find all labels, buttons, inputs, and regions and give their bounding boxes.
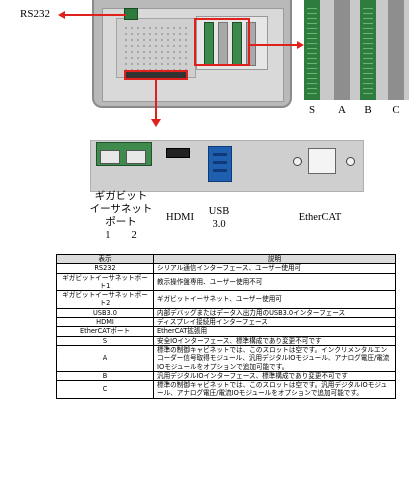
slot-letter-c: C bbox=[392, 104, 400, 116]
row-description: シリアル通信インターフェース、ユーザー使用可 bbox=[153, 263, 396, 274]
slot-letter-a: A bbox=[338, 104, 346, 116]
rs232-connector bbox=[124, 8, 138, 20]
table-row: HDMI ディスプレイ接続用インターフェース bbox=[56, 317, 396, 328]
row-name: B bbox=[56, 370, 154, 382]
gigabit-ethernet-label: ギガビット イーサネット ポート 1 2 bbox=[86, 190, 156, 242]
row-name: USB3.0 bbox=[56, 307, 154, 319]
gigabit-label-line: ギガビット bbox=[94, 191, 148, 202]
io-port-strip bbox=[126, 72, 186, 78]
slot-s bbox=[304, 0, 320, 100]
slot-arrow-head bbox=[297, 41, 304, 49]
table-row: RS232 シリアル通信インターフェース、ユーザー使用可 bbox=[56, 263, 396, 274]
slot-a bbox=[334, 0, 350, 100]
rs232-label: RS232 bbox=[20, 8, 50, 20]
row-name: EtherCATポート bbox=[56, 326, 154, 337]
spec-table: 表示 説明 RS232 シリアル通信インターフェース、ユーザー使用可 ギガビット… bbox=[56, 253, 396, 399]
row-description: 標準の制御キャビネットでは、このスロットは空です。汎用デジタルIOモジュール、ア… bbox=[153, 380, 396, 399]
slot-b bbox=[360, 0, 376, 100]
ethercat-port bbox=[308, 148, 336, 174]
slot-arrow-line bbox=[250, 44, 298, 46]
row-description: 内部デバッグまたはデータ入出力用のUSB3.0インターフェース bbox=[153, 307, 396, 319]
slot-c bbox=[388, 0, 404, 100]
usb3-port bbox=[208, 146, 232, 182]
io-arrow-head bbox=[151, 119, 161, 127]
row-name: C bbox=[56, 380, 154, 399]
row-description: 汎用デジタルIOインターフェース、標準構成であり変更不可です bbox=[153, 370, 396, 382]
vent-plate bbox=[116, 18, 196, 78]
hdmi-port bbox=[166, 148, 190, 158]
gigabit-label-line: ポート bbox=[105, 217, 137, 228]
row-description: 安全IOインターフェース、標準構成であり変更不可です bbox=[153, 335, 396, 346]
row-description: 教示操作盤専用、ユーザー使用不可 bbox=[153, 272, 396, 292]
row-description: ギガビットイーサネット、ユーザー使用可 bbox=[153, 290, 396, 309]
row-name: ギガビットイーサネットポート1 bbox=[56, 272, 154, 292]
ethercat-screw bbox=[346, 157, 355, 166]
table-row: EtherCATポート EtherCAT拡張用 bbox=[56, 326, 396, 337]
row-name: A bbox=[56, 344, 154, 372]
slot-highlight-box bbox=[194, 18, 250, 66]
table-row: B 汎用デジタルIOインターフェース、標準構成であり変更不可です bbox=[56, 370, 396, 382]
row-name: ギガビットイーサネットポート2 bbox=[56, 290, 154, 309]
table-row: S 安全IOインターフェース、標準構成であり変更不可です bbox=[56, 335, 396, 346]
usb-label-line: USB bbox=[208, 206, 230, 217]
rs232-arrow-line bbox=[64, 14, 126, 16]
io-highlight-box bbox=[124, 70, 188, 80]
table-row: USB3.0 内部デバッグまたはデータ入出力用のUSB3.0インターフェース bbox=[56, 307, 396, 319]
col-header-display: 表示 bbox=[56, 253, 154, 265]
hdmi-label: HDMI bbox=[166, 212, 194, 223]
col-header-description: 説明 bbox=[153, 253, 396, 265]
row-name: HDMI bbox=[56, 317, 154, 328]
table-header-row: 表示 説明 bbox=[56, 253, 396, 265]
row-description: EtherCAT拡張用 bbox=[153, 326, 396, 337]
table-row: C 標準の制御キャビネットでは、このスロットは空です。汎用デジタルIOモジュール… bbox=[56, 380, 396, 399]
ethernet-port-2 bbox=[126, 150, 146, 164]
usb-label-line: 3.0 bbox=[212, 219, 226, 230]
usb-label: USB 3.0 bbox=[204, 205, 234, 231]
ethercat-label: EtherCAT bbox=[298, 212, 342, 223]
table-row: ギガビットイーサネットポート2 ギガビットイーサネット、ユーザー使用可 bbox=[56, 290, 396, 309]
row-description: 標準の制御キャビネットでは、このスロットは空です。インクリメンタルエンコーダー信… bbox=[153, 344, 396, 372]
ethercat-screw bbox=[293, 157, 302, 166]
gigabit-port-numbers: 1 2 bbox=[105, 230, 137, 241]
row-description: ディスプレイ接続用インターフェース bbox=[153, 317, 396, 328]
ethernet-port-1 bbox=[100, 150, 120, 164]
table-row: ギガビットイーサネットポート1 教示操作盤専用、ユーザー使用不可 bbox=[56, 272, 396, 292]
slot-letter-s: S bbox=[308, 104, 316, 116]
gigabit-label-line: イーサネット bbox=[89, 204, 153, 215]
row-name: RS232 bbox=[56, 263, 154, 274]
rs232-arrow-head bbox=[58, 11, 65, 19]
slot-letter-b: B bbox=[364, 104, 372, 116]
row-name: S bbox=[56, 335, 154, 346]
table-row: A 標準の制御キャビネットでは、このスロットは空です。インクリメンタルエンコーダ… bbox=[56, 344, 396, 372]
io-arrow-line bbox=[155, 80, 157, 120]
